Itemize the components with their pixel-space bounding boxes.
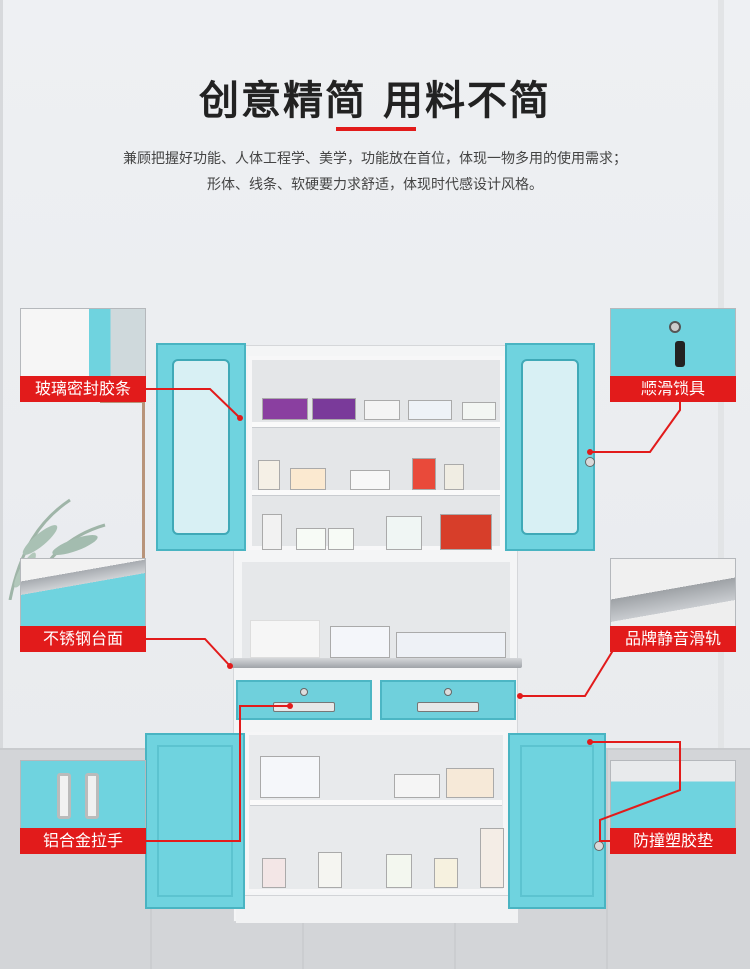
key-icon xyxy=(675,341,685,367)
medicine-box xyxy=(396,632,506,658)
medicine-box xyxy=(260,756,320,798)
thumbnail-handle xyxy=(20,760,146,830)
door-panel xyxy=(157,745,233,897)
glass-pane xyxy=(172,359,230,535)
glass-door-right[interactable] xyxy=(505,343,595,551)
glass-door-left[interactable] xyxy=(156,343,246,551)
medicine-box xyxy=(350,470,390,490)
thumbnail-bumper xyxy=(610,760,736,830)
medicine-box xyxy=(394,774,440,798)
shelf xyxy=(250,800,502,806)
cabinet-base xyxy=(236,895,518,923)
callout-steel-top: 不锈钢台面 xyxy=(20,626,146,652)
medicine-box xyxy=(328,528,354,550)
medicine-box xyxy=(480,828,504,888)
lock-icon[interactable] xyxy=(594,841,604,851)
thumbnail-lock xyxy=(610,308,736,378)
thumbnail-rail xyxy=(610,558,736,628)
callout-alloy-handle: 铝合金拉手 xyxy=(20,828,146,854)
medicine-box xyxy=(408,400,452,420)
shelf xyxy=(252,422,500,428)
medicine-box xyxy=(290,468,326,490)
thumbnail-glass-seal xyxy=(20,308,146,378)
callout-silent-rail: 品牌静音滑轨 xyxy=(610,626,736,652)
description-line-2: 形体、线条、软硬要力求舒适，体现时代感设计风格。 xyxy=(207,177,543,193)
medicine-box xyxy=(250,620,320,658)
callout-smooth-lock: 顺滑锁具 xyxy=(610,376,736,402)
shelf xyxy=(252,490,500,496)
medicine-box xyxy=(386,516,422,550)
title-part-2: 用料不简 xyxy=(383,78,551,124)
drawer-handle[interactable] xyxy=(273,702,335,712)
door-panel xyxy=(520,745,594,897)
key-icon xyxy=(669,321,681,333)
lock-icon xyxy=(300,688,308,696)
medicine-box xyxy=(434,858,458,888)
drawer-left[interactable] xyxy=(236,680,372,720)
title-part-1: 创意精简 xyxy=(199,78,367,124)
leader-line xyxy=(146,638,231,667)
medicine-box xyxy=(386,854,412,888)
medicine-box xyxy=(312,398,356,420)
medicine-box xyxy=(446,768,494,798)
handle-icon xyxy=(85,773,99,819)
medicine-box xyxy=(318,852,342,888)
medicine-box xyxy=(412,458,436,490)
page-title: 创意精简用料不简 xyxy=(0,68,750,126)
leader-line xyxy=(520,638,622,697)
medicine-box xyxy=(462,402,496,420)
medicine-box xyxy=(444,464,464,490)
drawer-right[interactable] xyxy=(380,680,516,720)
medicine-box xyxy=(364,400,400,420)
lock-icon xyxy=(444,688,452,696)
medicine-box xyxy=(258,460,280,490)
title-underline xyxy=(336,127,416,131)
lock-icon[interactable] xyxy=(585,457,595,467)
lower-door-left[interactable] xyxy=(145,733,245,909)
medicine-box xyxy=(262,398,308,420)
handle-icon xyxy=(57,773,71,819)
medicine-box xyxy=(262,858,286,888)
thumbnail-steel-top xyxy=(20,558,146,628)
callout-bumper-pad: 防撞塑胶垫 xyxy=(610,828,736,854)
medicine-box xyxy=(296,528,326,550)
glass-pane xyxy=(521,359,579,535)
stainless-steel-top xyxy=(230,658,522,668)
medicine-box xyxy=(330,626,390,658)
lower-door-right[interactable] xyxy=(508,733,606,909)
drawer-handle[interactable] xyxy=(417,702,479,712)
upper-compartment xyxy=(248,356,504,550)
medicine-box xyxy=(440,514,492,550)
window-frame xyxy=(0,0,3,969)
medicine-box xyxy=(262,514,282,550)
callout-glass-seal: 玻璃密封胶条 xyxy=(20,376,146,402)
description-line-1: 兼顾把握好功能、人体工程学、美学，功能放在首位，体现一物多用的使用需求； xyxy=(123,151,627,167)
